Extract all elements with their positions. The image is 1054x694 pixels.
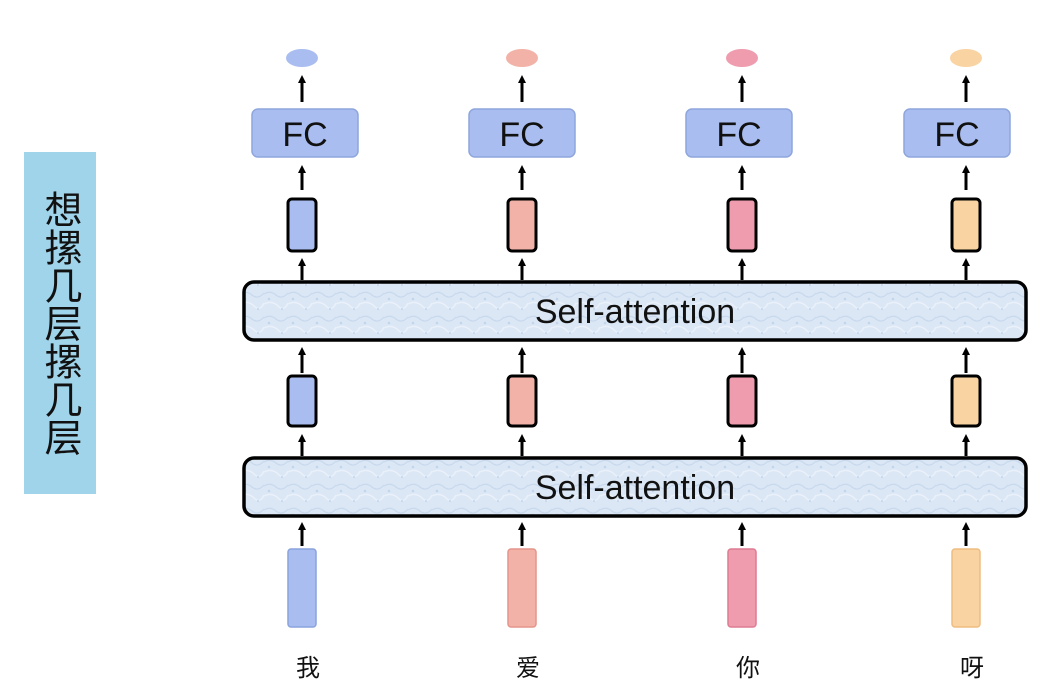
input-word-2: 爱	[516, 654, 540, 682]
output-token-2	[506, 49, 538, 67]
input-word-3: 你	[736, 654, 760, 682]
side-label: 想摞几层摞几层	[24, 152, 96, 494]
fc-box-3	[685, 108, 793, 158]
hidden-vector-lower-1	[286, 374, 318, 428]
self-attention-block-top	[242, 280, 1028, 342]
fc-label-4: FC	[934, 116, 979, 154]
hidden-vector-upper-4	[950, 197, 982, 253]
output-token-4	[950, 49, 982, 67]
fc-label-2: FC	[499, 116, 544, 154]
input-vector-1	[287, 548, 317, 628]
self-attention-block-bottom-label: Self-attention	[535, 469, 735, 507]
hidden-vector-lower-4	[950, 374, 982, 428]
hidden-vector-lower-2	[506, 374, 538, 428]
input-word-1: 我	[296, 654, 320, 682]
self-attention-block-bottom	[242, 456, 1028, 518]
input-vector-4	[951, 548, 981, 628]
hidden-vector-upper-3	[726, 197, 758, 253]
fc-box-1	[251, 108, 359, 158]
fc-label-3: FC	[716, 116, 761, 154]
input-vector-3	[727, 548, 757, 628]
self-attention-block-top-label: Self-attention	[535, 293, 735, 331]
hidden-vector-upper-1	[286, 197, 318, 253]
fc-label-1: FC	[282, 116, 327, 154]
hidden-vector-upper-2	[506, 197, 538, 253]
side-label-text: 想摞几层摞几层	[38, 190, 82, 456]
output-token-1	[286, 49, 318, 67]
input-vector-2	[507, 548, 537, 628]
hidden-vector-lower-3	[726, 374, 758, 428]
fc-box-2	[468, 108, 576, 158]
fc-box-4	[903, 108, 1011, 158]
output-token-3	[726, 49, 758, 67]
input-word-4: 呀	[960, 654, 984, 682]
